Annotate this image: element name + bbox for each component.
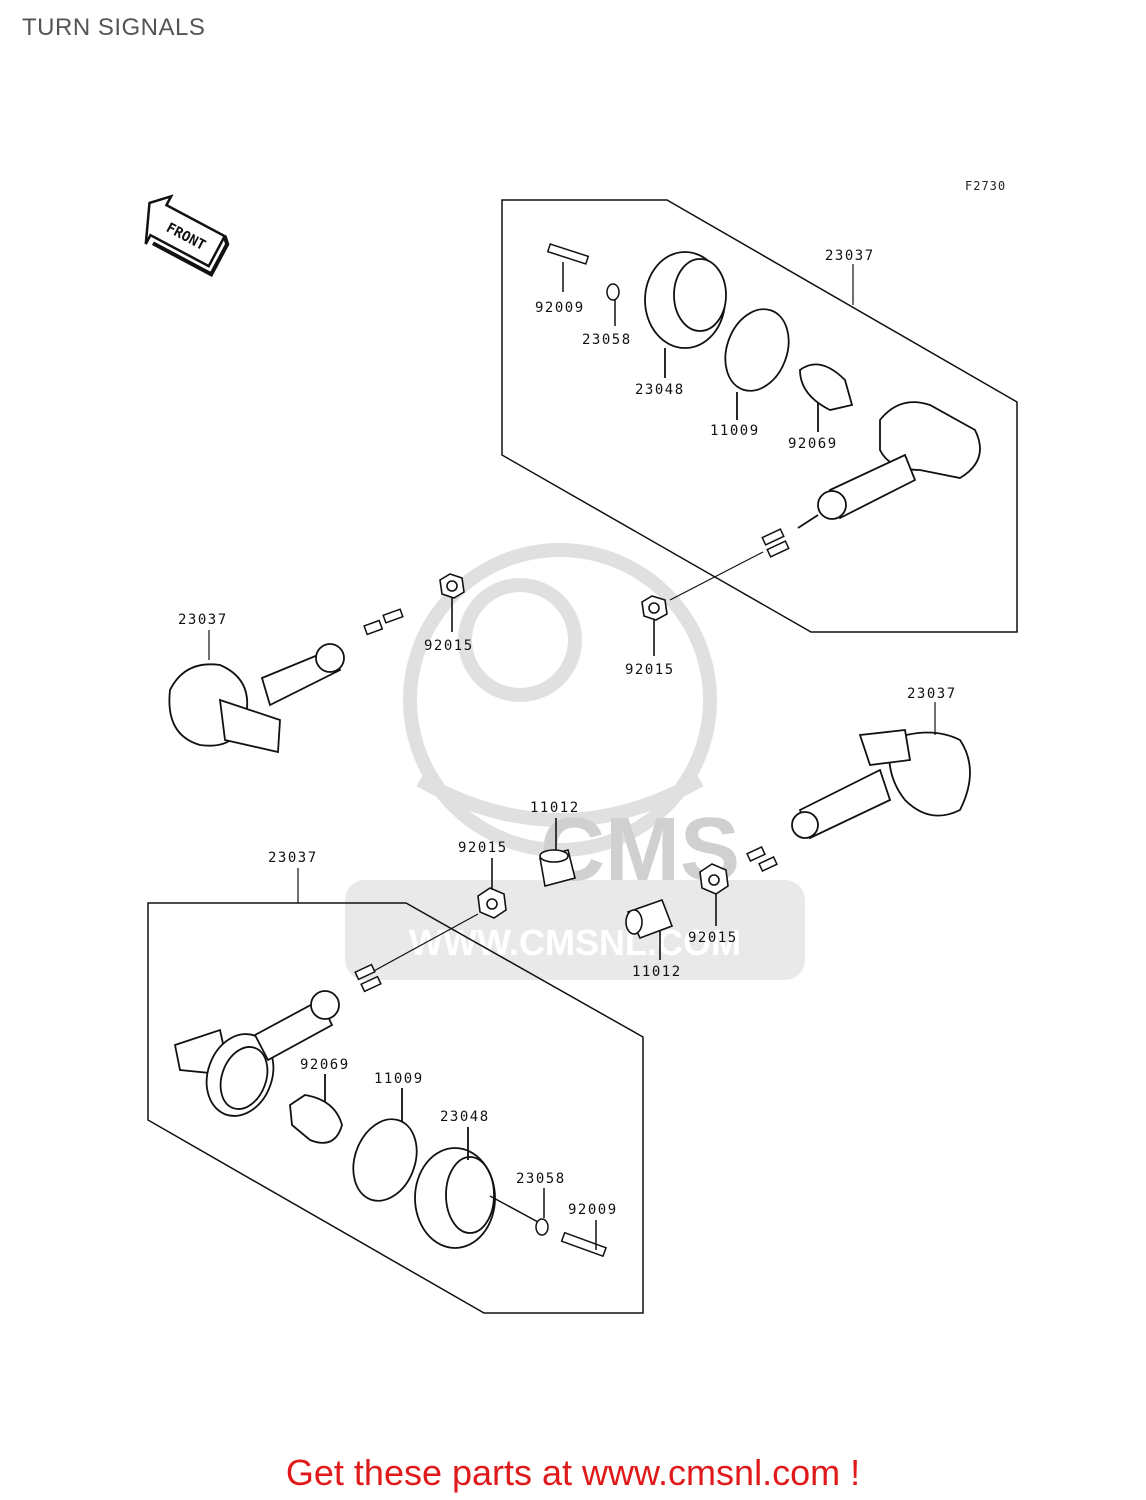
label-lower-23037: 23037 [268,850,318,866]
lower-group-frame [147,902,644,1314]
label-upper-92069: 92069 [788,436,838,452]
watermark [345,543,805,980]
lower-bulb-92069 [289,1074,343,1144]
lower-connector [354,963,382,993]
mid-grommet-11012 [539,818,576,887]
lower-washer-23058 [489,1188,549,1236]
upper-bulb-92069 [799,363,854,432]
right-nut-92015 [699,863,729,926]
left-turn-signal-23037 [168,643,345,754]
label-center-92015: 92015 [625,662,675,678]
label-lower-92069: 92069 [300,1057,350,1073]
watermark-url: WWW.CMSNL.COM [409,922,741,963]
label-left-92015: 92015 [424,638,474,654]
label-mid-11012: 11012 [530,800,580,816]
lower-lens-23048 [414,1127,496,1249]
upper-turn-signal-23037 [797,401,981,529]
right-grommet-11012 [625,898,674,960]
upper-group-frame [501,199,1018,633]
figure-code: F2730 [965,179,1007,193]
label-lower-11009: 11009 [374,1071,424,1087]
page-title: TURN SIGNALS [22,14,206,41]
label-right-23037: 23037 [907,686,957,702]
upper-bolt-92009 [546,243,590,292]
lower-bolt-92009 [560,1220,608,1258]
footer-link[interactable]: Get these parts at www.cmsnl.com ! [285,1452,861,1493]
parts-diagram: CMS WWW.CMSNL.COM FRONT [144,194,1018,1314]
center-nut-92015 [641,595,668,656]
upper-lens-23048 [644,251,727,378]
mid-nut-92015 [477,858,507,919]
label-upper-11009: 11009 [710,423,760,439]
label-right-92015: 92015 [688,930,738,946]
label-lower-92009: 92009 [568,1202,618,1218]
left-nut-92015 [439,573,465,632]
label-upper-23058: 23058 [582,332,632,348]
right-connector [746,845,778,873]
label-right-11012: 11012 [632,964,682,980]
label-lower-23048: 23048 [440,1109,490,1125]
front-arrow-icon: FRONT [144,194,230,277]
label-mid-92015: 92015 [458,840,508,856]
label-upper-92009: 92009 [535,300,585,316]
upper-connector [761,528,790,558]
lower-gasket-11009 [352,1088,418,1202]
right-turn-signal-23037 [791,729,971,840]
label-upper-23048: 23048 [635,382,685,398]
label-lower-23058: 23058 [516,1171,566,1187]
label-upper-23037: 23037 [825,248,875,264]
label-left-23037: 23037 [178,612,228,628]
lower-turn-signal-23037 [173,990,340,1117]
upper-washer-23058 [606,283,620,326]
left-connector [363,608,404,636]
upper-gasket-11009 [724,308,790,420]
